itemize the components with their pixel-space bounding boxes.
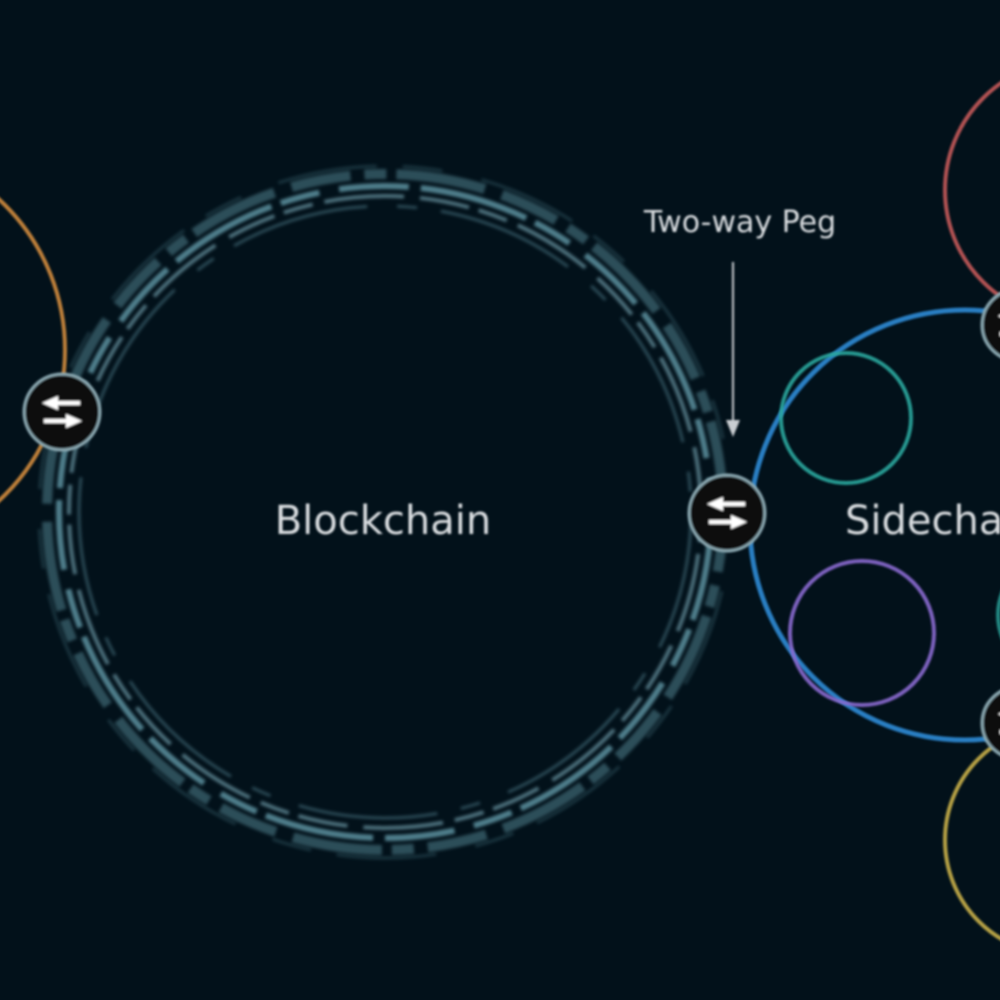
red-chain-ring — [943, 81, 1000, 299]
sidechain-label: Sidecha — [845, 498, 1000, 544]
peg-pointer-arrow — [726, 262, 740, 437]
yellow-chain-ring — [943, 739, 1000, 941]
right-edge-ring — [996, 592, 1000, 638]
blockchain-label: Blockchain — [275, 498, 492, 544]
swap-arrows-icon — [980, 292, 1000, 358]
swap-arrows-icon — [980, 690, 1000, 756]
purple-inner-ring — [788, 559, 936, 707]
teal-inner-ring — [779, 351, 913, 485]
orange-chain-ring — [0, 197, 67, 503]
two-way-peg-label: Two-way Peg — [643, 205, 836, 240]
swap-arrows-icon — [22, 372, 102, 452]
swap-arrows-icon — [687, 473, 767, 553]
